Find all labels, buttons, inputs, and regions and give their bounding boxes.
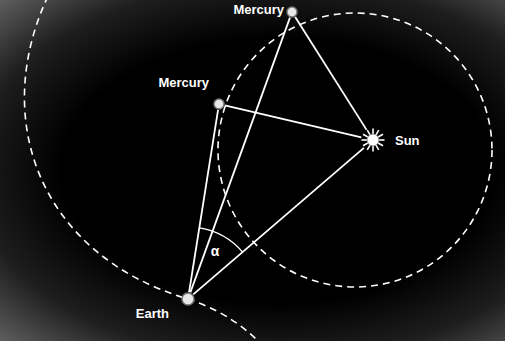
sun-symbol xyxy=(361,128,385,152)
planet-body: Earth xyxy=(181,292,195,306)
body-label: Mercury xyxy=(231,2,286,17)
earth-orbit xyxy=(24,0,262,341)
planet-dot xyxy=(286,6,298,18)
planet-dot xyxy=(181,292,195,306)
body-label: Mercury xyxy=(156,75,211,90)
planet-body: Mercury xyxy=(286,6,298,18)
sight-line xyxy=(190,18,290,293)
mercury-orbit xyxy=(218,13,492,287)
sight-line xyxy=(193,148,364,295)
planet-body: Mercury xyxy=(213,98,225,110)
sun-body: Sun xyxy=(361,128,385,152)
sight-line xyxy=(225,105,361,137)
sight-line xyxy=(295,17,366,130)
sight-line xyxy=(189,110,218,292)
planet-dot xyxy=(213,98,225,110)
body-label: Earth xyxy=(134,306,171,321)
angle-label: α xyxy=(211,244,220,258)
body-label: Sun xyxy=(393,133,422,148)
